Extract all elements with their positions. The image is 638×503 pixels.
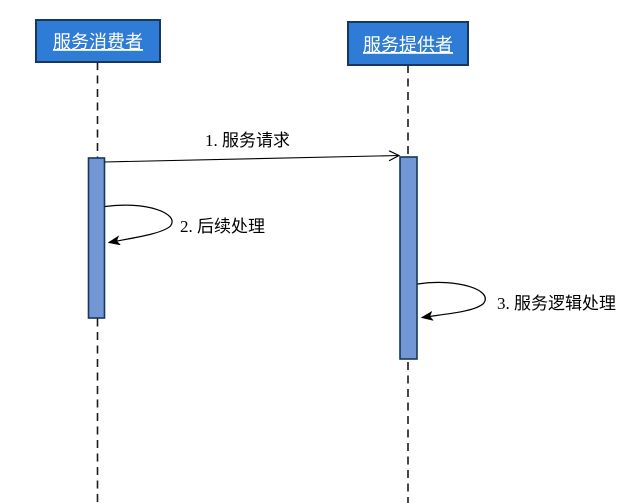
participant-box-provider[interactable] xyxy=(347,21,469,66)
message-label-service-request: 1. 服务请求 xyxy=(205,131,290,150)
message-arrow-service-request xyxy=(104,156,400,163)
message-label-service-logic: 3. 服务逻辑处理 xyxy=(497,294,616,313)
participant-label-consumer: 服务消费者 xyxy=(53,32,143,52)
message-label-follow-up: 2. 后续处理 xyxy=(180,217,265,236)
participant-label-provider: 服务提供者 xyxy=(363,35,453,55)
self-message-provider-loop xyxy=(417,281,486,317)
activation-bar-provider[interactable] xyxy=(399,156,418,360)
activation-bar-consumer[interactable] xyxy=(87,157,106,319)
self-message-consumer-loop xyxy=(104,204,173,242)
participant-box-consumer[interactable] xyxy=(35,19,161,63)
